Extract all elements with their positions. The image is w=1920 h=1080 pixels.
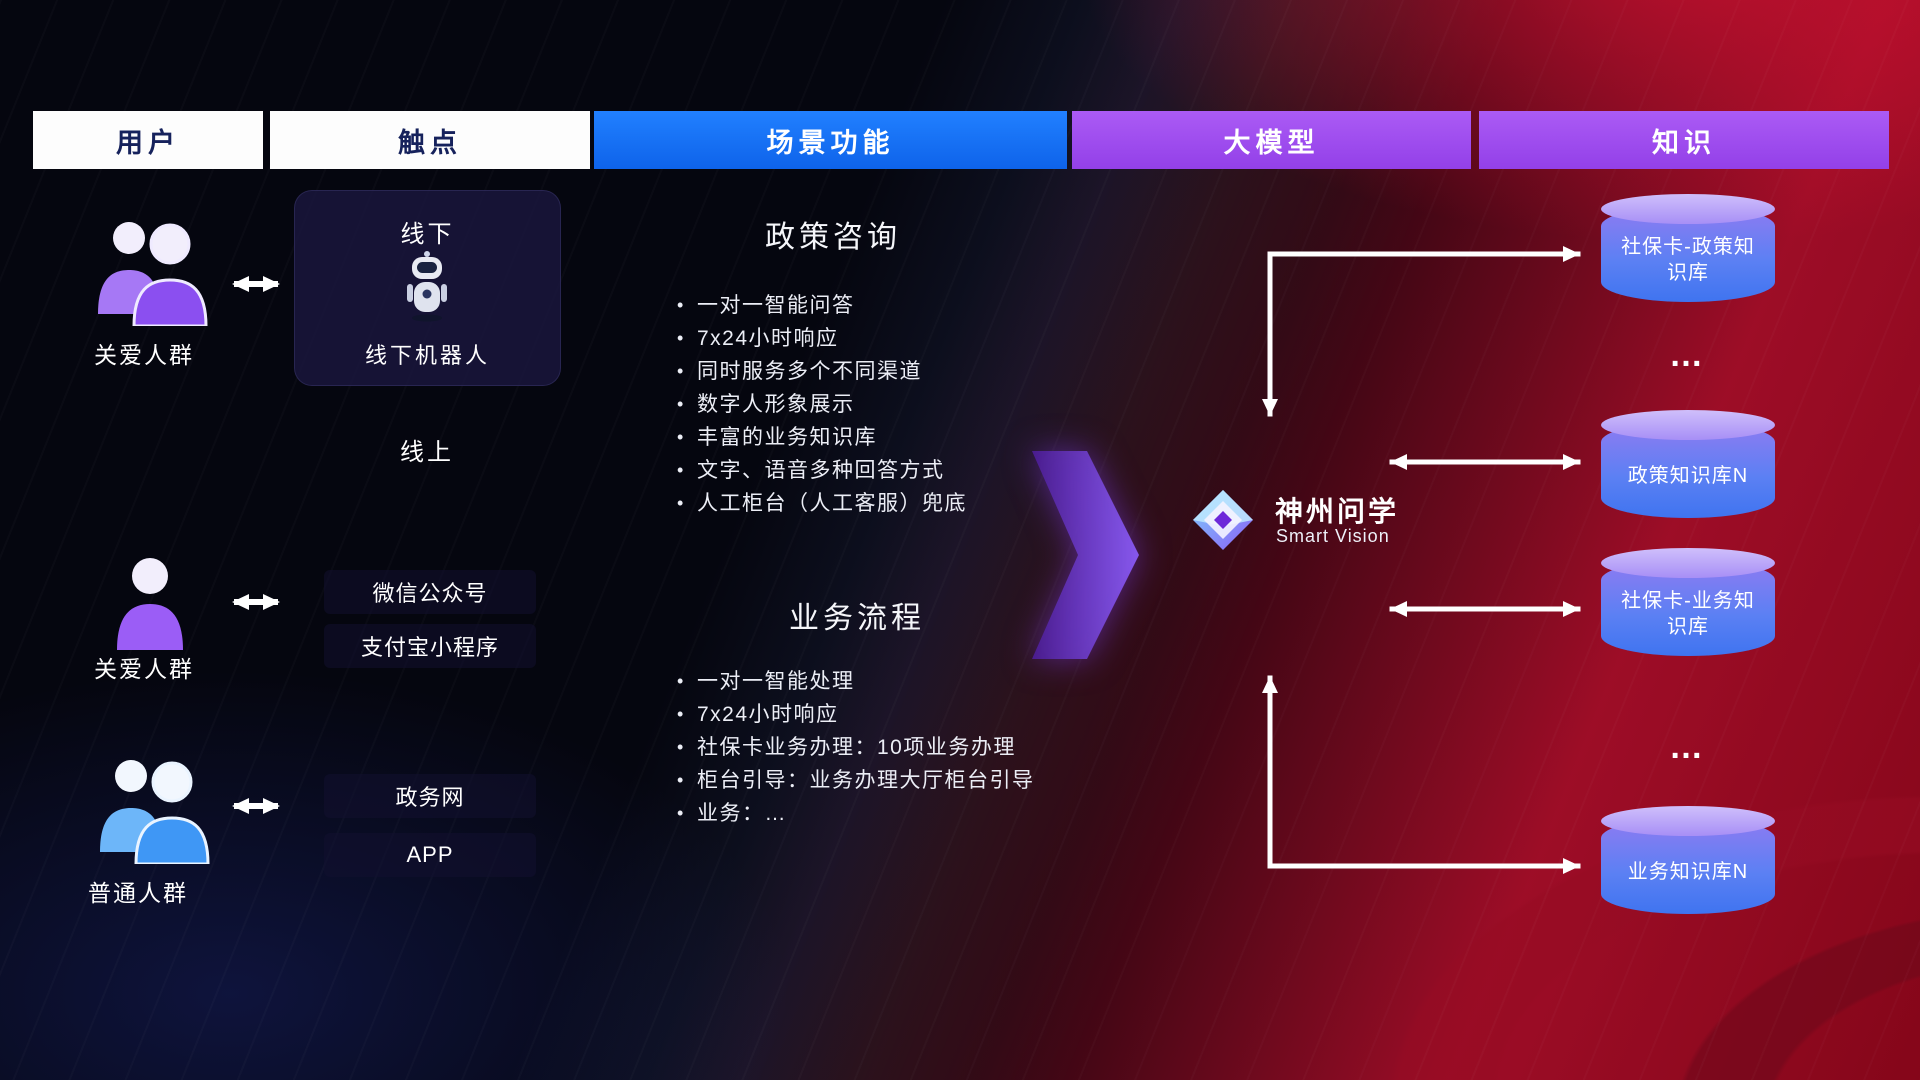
touchpoint-app-label: APP — [406, 842, 454, 867]
scenario-1-item: 7x24小时响应 — [677, 322, 967, 355]
scenario-1-item: 文字、语音多种回答方式 — [677, 454, 967, 487]
model-name: 神州问学 — [1275, 496, 1400, 527]
knowledge-ellipsis-2: … — [1669, 728, 1707, 766]
offline-robot-label: 线下机器人 — [364, 343, 490, 368]
database-cylinder-top — [1601, 806, 1775, 836]
knowledge-db-2: 政策知识库N — [1601, 410, 1775, 518]
big-flow-arrow — [1032, 451, 1139, 659]
scenario-2-item: 7x24小时响应 — [677, 698, 1035, 731]
knowledge-db-4-label: 业务知识库N — [1601, 818, 1775, 914]
touchpoint-wechat: 微信公众号 — [324, 570, 536, 614]
header-col-scenarios: 场景功能 — [594, 111, 1067, 169]
group-people-blue-icon — [86, 752, 218, 869]
database-cylinder-top — [1601, 194, 1775, 224]
model-subtitle: Smart Vision — [1276, 526, 1390, 546]
scenario-1-title: 政策咨询 — [765, 221, 901, 254]
knowledge-db-3-label: 社保卡-业务知识库 — [1601, 560, 1775, 656]
knowledge-db-1: 社保卡-政策知识库 — [1601, 194, 1775, 302]
single-person-purple-icon — [112, 552, 188, 655]
robot-icon — [400, 250, 454, 327]
background-red-arc — [1080, 540, 1920, 1080]
group-people-purple-icon — [84, 214, 216, 331]
header-col-knowledge-label: 知识 — [1652, 127, 1716, 158]
header-col-knowledge: 知识 — [1479, 111, 1889, 169]
model-knowledge-arrows — [1262, 246, 1581, 874]
knowledge-db-4: 业务知识库N — [1601, 806, 1775, 914]
scenario-2-item: 柜台引导：业务办理大厅柜台引导 — [677, 764, 1035, 797]
header-col-scenarios-label: 场景功能 — [766, 127, 895, 158]
offline-title: 线下 — [400, 221, 455, 248]
scenario-1-list: 一对一智能问答 7x24小时响应 同时服务多个不同渠道 数字人形象展示 丰富的业… — [677, 289, 967, 520]
touchpoint-alipay-label: 支付宝小程序 — [360, 635, 499, 660]
touchpoint-govweb: 政务网 — [324, 774, 536, 818]
scenario-1-item: 人工柜台（人工客服）兜底 — [677, 487, 967, 520]
knowledge-ellipsis-1: … — [1669, 336, 1707, 374]
touchpoint-app: APP — [324, 833, 536, 877]
database-cylinder-top — [1601, 548, 1775, 578]
touchpoint-govweb-label: 政务网 — [395, 785, 465, 810]
header-col-touchpoints-label: 触点 — [398, 127, 462, 158]
scenario-1-item: 同时服务多个不同渠道 — [677, 355, 967, 388]
header-col-model-label: 大模型 — [1223, 127, 1320, 158]
header-col-users-label: 用户 — [116, 127, 180, 158]
touchpoint-alipay: 支付宝小程序 — [324, 624, 536, 668]
scenario-1-item: 一对一智能问答 — [677, 289, 967, 322]
model-logo-diamond-icon — [1190, 487, 1256, 558]
user-group-1-label: 关爱人群 — [94, 342, 194, 368]
scenario-2-list: 一对一智能处理 7x24小时响应 社保卡业务办理：10项业务办理 柜台引导：业务… — [677, 665, 1035, 830]
header-col-model: 大模型 — [1072, 111, 1471, 169]
scenario-2-title: 业务流程 — [789, 602, 925, 635]
scenario-1-item: 丰富的业务知识库 — [677, 421, 967, 454]
database-cylinder-top — [1601, 410, 1775, 440]
scenario-2-item: 业务：… — [677, 797, 1035, 830]
scenario-2-item: 社保卡业务办理：10项业务办理 — [677, 731, 1035, 764]
user-group-3-label: 普通人群 — [88, 880, 188, 906]
user-group-2-label: 关爱人群 — [94, 656, 194, 682]
scenario-2-item: 一对一智能处理 — [677, 665, 1035, 698]
scenario-1-item: 数字人形象展示 — [677, 388, 967, 421]
header-col-users: 用户 — [33, 111, 263, 169]
header-col-touchpoints: 触点 — [270, 111, 590, 169]
online-title: 线上 — [400, 439, 454, 466]
knowledge-db-3: 社保卡-业务知识库 — [1601, 548, 1775, 656]
touchpoint-wechat-label: 微信公众号 — [372, 581, 488, 606]
